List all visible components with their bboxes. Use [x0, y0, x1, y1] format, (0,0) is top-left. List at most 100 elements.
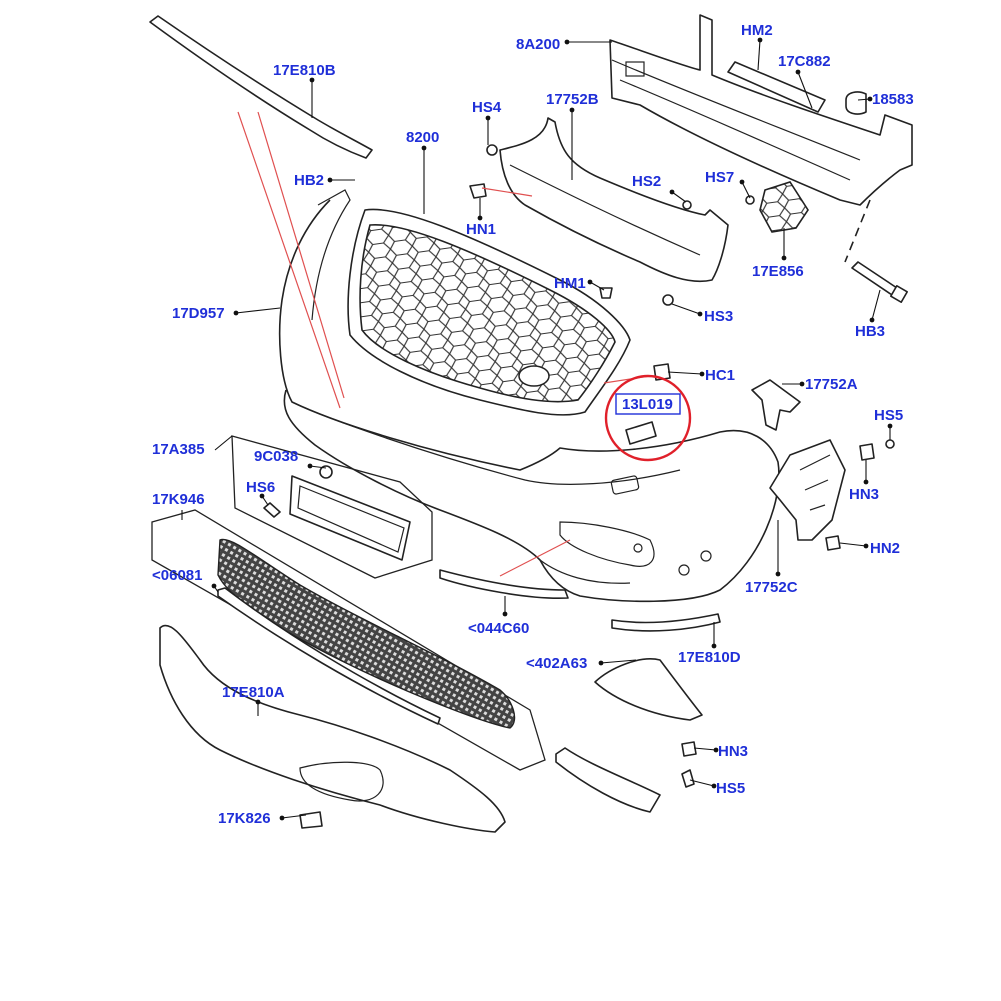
bumper-cover-lower-edge: [539, 559, 631, 584]
part-label-17e810d: 17E810D: [678, 649, 741, 666]
leader-line-17c882: [797, 71, 813, 109]
part-label-17e810b: 17E810B: [273, 62, 336, 79]
leader-dot-17e810a: [255, 699, 261, 705]
leader-line-hs3: [671, 303, 701, 315]
small-pad: [845, 91, 867, 115]
part-label-402a63: <402A63: [526, 655, 587, 672]
leader-line-17a385: [214, 435, 233, 451]
leader-line-hm1: [589, 281, 605, 291]
leader-dot-hm1: [587, 279, 593, 285]
leader-dot-17c882: [795, 69, 801, 75]
leader-line-17k826: [281, 814, 307, 819]
part-label-17k946: 17K946: [152, 491, 205, 508]
leader-line-402a63: [600, 659, 637, 664]
part-label-hs7: HS7: [705, 169, 734, 186]
leader-dot-hn2: [863, 543, 869, 549]
part-label-17e856: 17E856: [752, 263, 804, 280]
part-label-17752b: 17752B: [546, 91, 599, 108]
leader-line-hb3: [871, 289, 881, 321]
part-label-hs2: HS2: [632, 173, 661, 190]
part-label-hs6: HS6: [246, 479, 275, 496]
screw-hs7: [745, 195, 755, 205]
leader-dot-402a63: [598, 660, 604, 666]
leader-dot-hs4: [485, 115, 491, 121]
bumper-crash-beam: [609, 14, 913, 206]
parking-sensor-2: [700, 550, 712, 562]
clip-hn3-lower: [681, 741, 697, 757]
radiator-grille-mesh: [359, 224, 616, 403]
part-label-17752c: 17752C: [745, 579, 798, 596]
leader-dot-9c038: [307, 463, 313, 469]
bolt-axis-dashed: [844, 199, 871, 263]
lower-finisher-strip: [217, 587, 441, 725]
leader-dot-044c60: [502, 611, 508, 617]
leader-lines: [181, 37, 893, 821]
screw-hs6: [263, 502, 281, 518]
leader-dot-hs2: [669, 189, 675, 195]
leader-dot-hn3-lower: [713, 747, 719, 753]
tow-eye-cover: [625, 421, 657, 445]
clip-9c038: [319, 465, 333, 479]
part-label-17e810a: 17E810A: [222, 684, 285, 701]
clip-hm1: [599, 287, 613, 299]
lower-lamp-finisher: [439, 569, 569, 600]
leader-line-hs5-lower: [689, 779, 715, 787]
grille-badge: [518, 365, 550, 387]
part-label-044c60: <044C60: [468, 620, 529, 637]
part-label-hs3: HS3: [704, 308, 733, 325]
leader-line-9c038: [309, 465, 327, 469]
part-label-hn3-upper: HN3: [849, 486, 879, 503]
leader-dot-17e856: [781, 255, 787, 261]
upper-reinforcement-rib: [509, 164, 701, 256]
part-label-hn1: HN1: [466, 221, 496, 238]
clip-hn3-upper: [859, 443, 875, 461]
part-label-hm2: HM2: [741, 22, 773, 39]
side-bracket-lower: [769, 439, 846, 541]
leader-dot-hn1: [477, 215, 483, 221]
reference-line-4: [499, 539, 571, 577]
part-label-hn2: HN2: [870, 540, 900, 557]
tow-eye-cover-recess: [610, 475, 640, 495]
part-label-box-13l019: [615, 393, 681, 415]
side-bracket-mesh: [759, 181, 809, 233]
screw-hs4: [486, 144, 498, 156]
screw-hs3: [662, 294, 674, 306]
part-label-hm1: HM1: [554, 275, 586, 292]
side-air-deflector: [594, 658, 703, 721]
part-label-06081: <06081: [152, 567, 202, 584]
part-label-17d957: 17D957: [172, 305, 225, 322]
part-label-9c038: 9C038: [254, 448, 298, 465]
part-label-8200: 8200: [406, 129, 439, 146]
part-label-hb2: HB2: [294, 172, 324, 189]
leader-dot-17752b: [569, 107, 575, 113]
side-bracket-upper: [751, 379, 801, 431]
leader-line-hc1: [667, 371, 703, 375]
leader-dot-8a200: [564, 39, 570, 45]
part-label-17a385: 17A385: [152, 441, 205, 458]
energy-absorber-strip: [727, 61, 826, 113]
leader-dot-hs6: [259, 493, 265, 499]
reference-line-3: [481, 187, 533, 197]
lower-grille-mesh: [217, 538, 516, 729]
part-label-hn3-lower: HN3: [718, 743, 748, 760]
plate-plinth-frame: [231, 435, 433, 579]
clip-hn1: [469, 183, 487, 199]
leader-dot-hs3: [697, 311, 703, 317]
plate-plinth-inner: [297, 485, 405, 553]
leader-dot-18583: [867, 96, 873, 102]
parking-sensor-3: [633, 543, 643, 553]
leader-dot-17k826: [279, 815, 285, 821]
leader-dot-hb2: [327, 177, 333, 183]
reference-line-2: [257, 111, 345, 399]
part-label-hs5-lower: HS5: [716, 780, 745, 797]
clip-hn2: [825, 535, 841, 551]
leader-line-hn3-lower: [693, 747, 717, 751]
leader-dot-hc1: [699, 371, 705, 377]
upper-reinforcement-bracket: [499, 117, 729, 283]
front-undertray: [159, 624, 506, 833]
part-label-hc1: HC1: [705, 367, 735, 384]
part-label-8a200: 8A200: [516, 36, 560, 53]
upper-finisher-strip: [149, 15, 373, 159]
leader-dot-hs5-upper: [887, 423, 893, 429]
